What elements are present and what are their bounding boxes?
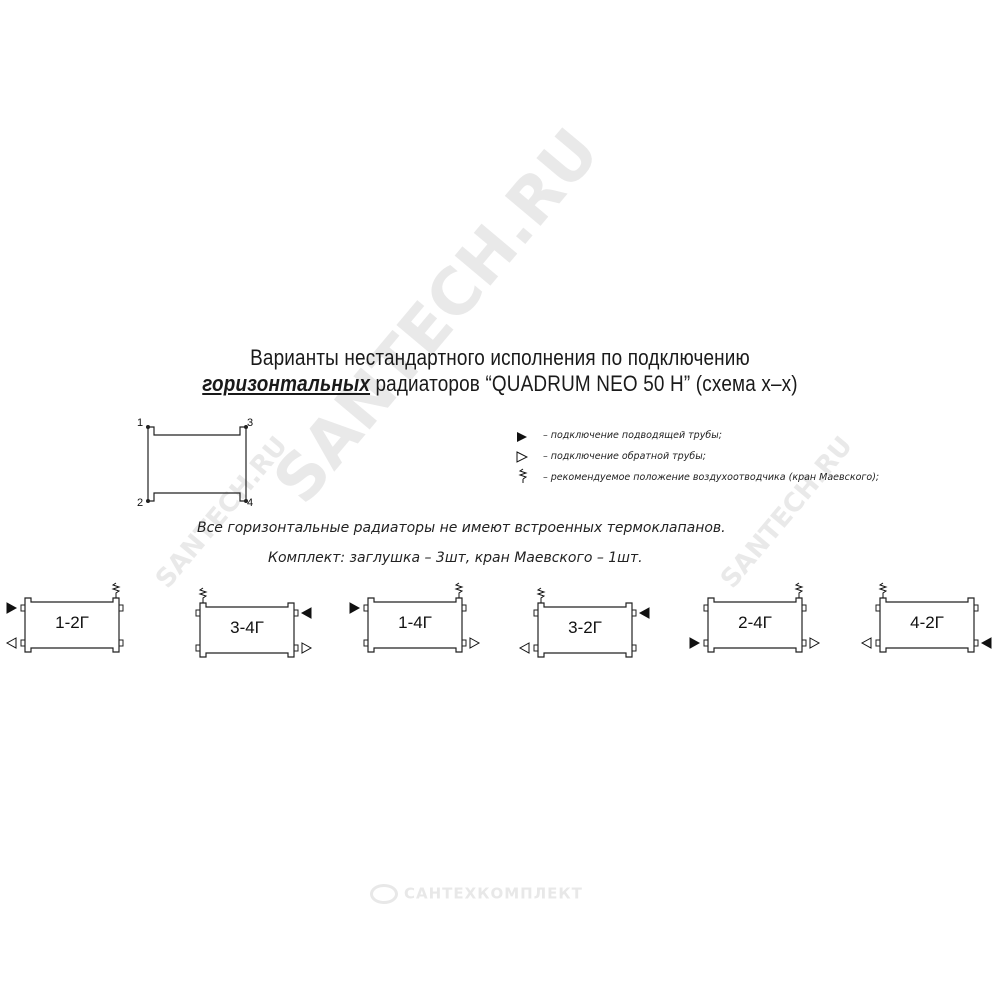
return-arrow-icon bbox=[301, 642, 313, 654]
note-thermovalves: Все горизонтальные радиаторы не имеют вс… bbox=[197, 520, 726, 536]
variant-label: 4-2Г bbox=[910, 613, 944, 632]
title-line-2: горизонтальных радиаторов “QUADRUM NEO 5… bbox=[70, 371, 930, 397]
variant-3-4Г: 3-4Г bbox=[180, 585, 320, 675]
variant-label: 1-2Г bbox=[55, 613, 89, 632]
connection-bottom-left bbox=[533, 644, 539, 652]
outline-triangle-icon bbox=[516, 451, 528, 463]
connection-top-left bbox=[533, 609, 539, 617]
variant-4-2Г: 4-2Г bbox=[860, 580, 1000, 670]
variant-2-4Г: 2-4Г bbox=[688, 580, 828, 670]
connection-bottom-right bbox=[118, 639, 124, 647]
connection-top-left bbox=[703, 604, 709, 612]
radiator-body bbox=[367, 597, 463, 653]
variant-1-2Г: 1-2Г bbox=[5, 580, 145, 670]
connection-bottom-right bbox=[631, 644, 637, 652]
corner-4: 4 bbox=[247, 497, 254, 509]
connection-bottom-right bbox=[973, 639, 979, 647]
radiator-diagram bbox=[349, 582, 481, 653]
variant-1-4Г: 1-4Г bbox=[348, 580, 488, 670]
connection-top-right bbox=[631, 609, 637, 617]
air-vent-icon bbox=[878, 582, 888, 598]
connection-top-right bbox=[973, 604, 979, 612]
radiator-body bbox=[537, 602, 633, 658]
connection-top-left bbox=[363, 604, 369, 612]
connection-bottom-left bbox=[703, 639, 709, 647]
corner-1: 1 bbox=[137, 417, 144, 429]
variant-3-2Г: 3-2Г bbox=[518, 585, 658, 675]
air-vent-icon bbox=[198, 587, 208, 603]
brand-text: САНТЕХКОМПЛЕКТ bbox=[404, 884, 583, 903]
radiator-body bbox=[879, 597, 975, 653]
variant-label: 3-4Г bbox=[230, 618, 264, 637]
connection-top-left bbox=[20, 604, 26, 612]
connection-top-right bbox=[293, 609, 299, 617]
supply-arrow-icon bbox=[980, 637, 992, 649]
connection-bottom-left bbox=[20, 639, 26, 647]
legend-supply-text: – подключение подводящей трубы; bbox=[543, 430, 722, 441]
radiator-diagram bbox=[5, 582, 124, 653]
connection-top-right bbox=[118, 604, 124, 612]
variant-label: 2-4Г bbox=[738, 613, 772, 632]
return-arrow-icon bbox=[518, 642, 530, 654]
connection-bottom-right bbox=[461, 639, 467, 647]
title-line-2-rest: радиаторов “QUADRUM NEO 50 H” (схема x–x… bbox=[370, 371, 798, 396]
footer-brand: САНТЕХКОМПЛЕКТ bbox=[370, 884, 583, 904]
connection-bottom-left bbox=[363, 639, 369, 647]
supply-arrow-icon bbox=[638, 607, 650, 619]
air-vent-icon bbox=[536, 587, 546, 603]
supply-arrow-icon bbox=[300, 607, 312, 619]
connection-top-right bbox=[801, 604, 807, 612]
connection-scheme bbox=[146, 425, 248, 503]
variant-label: 3-2Г bbox=[568, 618, 602, 637]
watermark-small-right: SANTECH.RU bbox=[715, 431, 859, 595]
air-vent-icon bbox=[518, 468, 528, 483]
legend-vent-text: – рекомендуемое положение воздухоотводчи… bbox=[543, 472, 880, 483]
corner-3: 3 bbox=[247, 417, 254, 429]
radiator-diagram bbox=[195, 587, 313, 658]
title-line-1: Варианты нестандартного исполнения по по… bbox=[250, 345, 750, 370]
variant-label: 1-4Г bbox=[398, 613, 432, 632]
legend-return-text: – подключение обратной трубы; bbox=[543, 451, 706, 462]
connection-bottom-right bbox=[801, 639, 807, 647]
filled-triangle-icon bbox=[517, 432, 527, 442]
supply-arrow-icon bbox=[349, 602, 361, 614]
connection-top-left bbox=[195, 609, 201, 617]
supply-arrow-icon bbox=[6, 602, 18, 614]
title-bold-word: горизонтальных bbox=[202, 371, 371, 396]
page-title: Варианты нестандартного исполнения по по… bbox=[70, 345, 930, 397]
return-arrow-icon bbox=[809, 637, 821, 649]
radiator-diagram bbox=[860, 582, 992, 653]
connection-bottom-left bbox=[875, 639, 881, 647]
note-kit: Комплект: заглушка – 3шт, кран Маевского… bbox=[268, 550, 643, 566]
air-vent-icon bbox=[794, 582, 804, 598]
corner-2: 2 bbox=[137, 497, 144, 509]
return-arrow-icon bbox=[469, 637, 481, 649]
radiator-body bbox=[199, 602, 295, 658]
brand-logo-icon bbox=[370, 884, 398, 904]
connection-bottom-right bbox=[293, 644, 299, 652]
supply-arrow-icon bbox=[689, 637, 701, 649]
connection-bottom-left bbox=[195, 644, 201, 652]
radiator-diagram bbox=[689, 582, 821, 653]
air-vent-icon bbox=[454, 582, 464, 598]
radiator-body bbox=[707, 597, 803, 653]
radiator-body bbox=[24, 597, 120, 653]
radiator-diagram bbox=[518, 587, 650, 658]
return-arrow-icon bbox=[860, 637, 872, 649]
air-vent-icon bbox=[111, 582, 121, 598]
return-arrow-icon bbox=[5, 637, 17, 649]
connection-top-left bbox=[875, 604, 881, 612]
connection-top-right bbox=[461, 604, 467, 612]
